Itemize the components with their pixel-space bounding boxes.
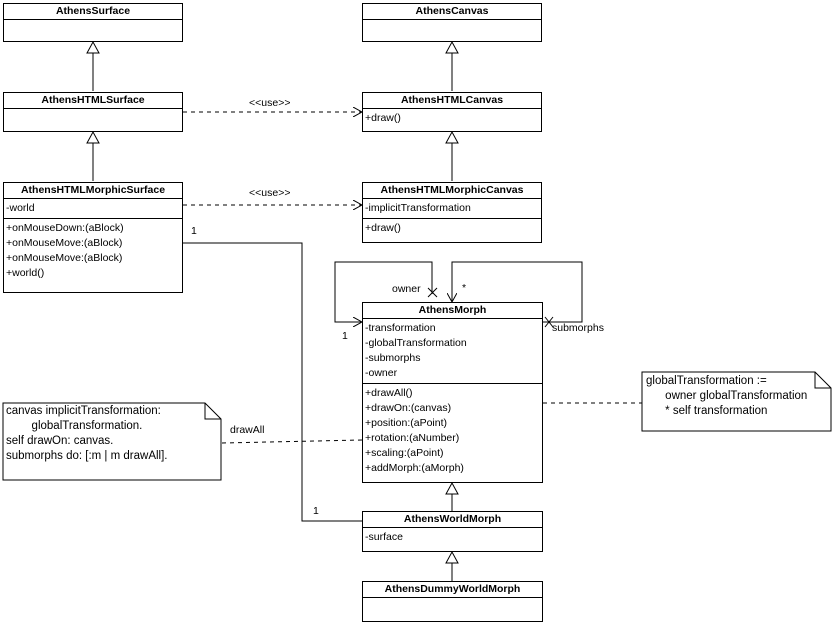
class-name: AthensHTMLMorphicSurface bbox=[4, 183, 182, 199]
use-label-bottom: <<use>> bbox=[249, 187, 291, 199]
operations-section: +draw() bbox=[363, 109, 541, 128]
class-name: AthensHTMLMorphicCanvas bbox=[363, 183, 541, 199]
attributes-section: -world bbox=[4, 199, 182, 219]
multiplicity-star-label: * bbox=[462, 282, 467, 294]
class-name: AthensDummyWorldMorph bbox=[363, 582, 542, 598]
submorphs-association bbox=[452, 261, 583, 328]
use-label-top: <<use>> bbox=[249, 97, 291, 109]
generalization-morphic-surface bbox=[86, 130, 100, 181]
class-athens-surface[interactable]: AthensSurface bbox=[3, 3, 183, 42]
operation: +scaling:(aPoint) bbox=[365, 447, 444, 459]
attributes-section: -transformation -globalTransformation -s… bbox=[363, 319, 542, 384]
operation: +onMouseMove:(aBlock) bbox=[6, 237, 123, 249]
operation: +draw() bbox=[365, 222, 401, 234]
note-line: owner globalTransformation bbox=[646, 390, 808, 402]
multiplicity-owner-label: 1 bbox=[342, 330, 348, 342]
attribute: -submorphs bbox=[365, 352, 421, 364]
class-athens-html-surface[interactable]: AthensHTMLSurface bbox=[3, 92, 183, 132]
note-line: * self transformation bbox=[646, 405, 768, 417]
generalization-world-morph bbox=[445, 481, 459, 511]
class-athens-html-canvas[interactable]: AthensHTMLCanvas +draw() bbox=[362, 92, 542, 132]
operation: +onMouseMove:(aBlock) bbox=[6, 252, 123, 264]
world-association bbox=[183, 242, 362, 522]
draw-all-note-anchor bbox=[221, 439, 363, 444]
class-athens-html-morphic-canvas[interactable]: AthensHTMLMorphicCanvas -implicitTransfo… bbox=[362, 182, 542, 243]
owner-association bbox=[334, 261, 438, 322]
class-athens-world-morph[interactable]: AthensWorldMorph -surface bbox=[362, 511, 543, 552]
operation: +world() bbox=[6, 267, 45, 279]
submorphs-role-label: submorphs bbox=[552, 322, 604, 334]
attribute: -world bbox=[6, 202, 35, 214]
generalization-html-surface bbox=[86, 40, 100, 91]
class-name: AthensHTMLSurface bbox=[4, 93, 182, 109]
attributes-section: -implicitTransformation bbox=[363, 199, 541, 219]
operation: +position:(aPoint) bbox=[365, 417, 448, 429]
note-line: canvas implicitTransformation: bbox=[6, 405, 161, 417]
generalization-html-canvas bbox=[445, 40, 459, 91]
operations-section: +onMouseDown:(aBlock) +onMouseMove:(aBlo… bbox=[4, 219, 182, 283]
multiplicity-world-top-label: 1 bbox=[191, 225, 197, 237]
operation: +drawAll() bbox=[365, 387, 413, 399]
draw-all-note-shape bbox=[2, 402, 222, 481]
class-athens-dummy-world-morph[interactable]: AthensDummyWorldMorph bbox=[362, 581, 543, 622]
draw-all-label: drawAll bbox=[230, 424, 265, 436]
operation: +rotation:(aNumber) bbox=[365, 432, 460, 444]
class-athens-morph[interactable]: AthensMorph -transformation -globalTrans… bbox=[362, 302, 543, 483]
operation: +drawOn:(canvas) bbox=[365, 402, 452, 414]
class-name: AthensMorph bbox=[363, 303, 542, 319]
class-name: AthensCanvas bbox=[363, 4, 541, 20]
multiplicity-world-bottom-label: 1 bbox=[313, 505, 319, 517]
attribute: -transformation bbox=[365, 322, 436, 334]
note-line: self drawOn: canvas. bbox=[6, 435, 114, 447]
class-name: AthensSurface bbox=[4, 4, 182, 20]
generalization-morphic-canvas bbox=[445, 130, 459, 181]
operation: +addMorph:(aMorph) bbox=[365, 462, 464, 474]
attribute: -implicitTransformation bbox=[365, 202, 471, 214]
class-athens-canvas[interactable]: AthensCanvas bbox=[362, 3, 542, 42]
global-transform-note-shape bbox=[641, 371, 832, 432]
operation: +onMouseDown:(aBlock) bbox=[6, 222, 124, 234]
class-athens-html-morphic-surface[interactable]: AthensHTMLMorphicSurface -world +onMouse… bbox=[3, 182, 183, 293]
class-name: AthensHTMLCanvas bbox=[363, 93, 541, 109]
class-name: AthensWorldMorph bbox=[363, 512, 542, 528]
attributes-section: -surface bbox=[363, 528, 542, 547]
attribute: -globalTransformation bbox=[365, 337, 467, 349]
attribute: -owner bbox=[365, 367, 398, 379]
operations-section: +draw() bbox=[363, 219, 541, 238]
note-line: globalTransformation. bbox=[6, 420, 143, 432]
operation: +draw() bbox=[365, 112, 401, 124]
global-transform-note[interactable]: globalTransformation := owner globalTran… bbox=[646, 374, 831, 419]
generalization-dummy-world-morph bbox=[445, 550, 459, 581]
note-line: globalTransformation := bbox=[646, 375, 767, 387]
attribute: -surface bbox=[365, 531, 403, 543]
operations-section: +drawAll() +drawOn:(canvas) +position:(a… bbox=[363, 384, 542, 478]
owner-role-label: owner bbox=[392, 283, 421, 295]
note-line: submorphs do: [:m | m drawAll]. bbox=[6, 450, 168, 462]
draw-all-note[interactable]: canvas implicitTransformation: globalTra… bbox=[6, 404, 206, 464]
